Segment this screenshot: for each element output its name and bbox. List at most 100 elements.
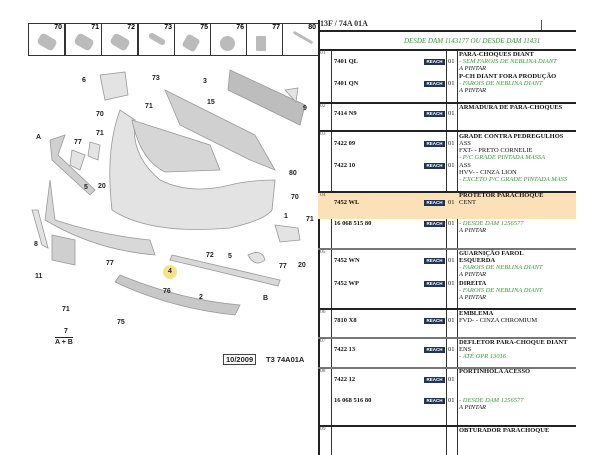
cell-text: 70 — [291, 194, 299, 201]
cell-text: A — [36, 134, 42, 141]
cell-text: 72 — [127, 24, 135, 31]
cell-text: 01 — [448, 162, 455, 169]
row-divider — [318, 191, 576, 193]
cell-text: ESQUERDA — [459, 257, 496, 264]
cell-text: - DESDE DAM 1256577 — [459, 220, 524, 227]
cell-text: A PINTAR — [459, 294, 487, 301]
clip-icon — [256, 36, 266, 51]
cell-text: - P/C GRADE PINTADA MASSA — [459, 154, 546, 161]
cell-text: 71 — [96, 130, 104, 137]
cell-text: GRADE CONTRA PEDREGULHOS — [459, 133, 564, 140]
reach-badge: REACH — [424, 81, 445, 87]
cell-text: ENS — [459, 346, 472, 353]
cell-text: 76 — [236, 24, 244, 31]
cell-text: 4 — [163, 265, 177, 279]
row-divider — [318, 248, 576, 250]
cell-text: 09 — [320, 426, 326, 432]
cell-text: FVD- - CINZA CHROMIUM — [459, 317, 538, 324]
cell-text: B — [263, 295, 269, 302]
row-divider — [318, 337, 576, 339]
fastener-75[interactable]: 75 — [174, 23, 211, 56]
cell-text: A PINTAR — [459, 404, 487, 411]
cell-text: 01 — [448, 110, 455, 117]
cell-text: 01 — [448, 220, 455, 227]
lower-spoiler — [44, 179, 156, 256]
cell-text: - FAROIS DE NEBLINA DIANT — [459, 264, 543, 271]
fastener-72[interactable]: 72 — [101, 23, 138, 56]
cell-text: PORTINHOLA ACESSO — [459, 368, 531, 375]
cell-text: 7414 N9 — [334, 110, 357, 117]
cell-text: 75 — [200, 24, 208, 31]
cell-text: 71 — [306, 216, 314, 223]
fastener-80[interactable]: 80 — [282, 23, 319, 56]
cell-text: 2 — [199, 294, 203, 301]
cell-text: 80 — [289, 170, 297, 177]
cell-text: 3 — [203, 78, 207, 85]
fastener-76[interactable]: 76 — [210, 23, 247, 56]
fastener-77[interactable]: 77 — [246, 23, 283, 56]
cell-text: 7 — [64, 328, 68, 335]
cell-text: 16 068 516 80 — [334, 397, 372, 404]
cell-text: 20 — [98, 183, 106, 190]
cell-text: 04 — [320, 192, 326, 198]
reach-badge: REACH — [424, 281, 445, 287]
cell-text: - EXCETO P/C GRADE PINTADA MASS — [459, 176, 568, 183]
selected-row-highlight — [318, 191, 576, 219]
cell-text: 02 — [320, 103, 326, 109]
cell-text: 7422 09 — [334, 140, 356, 147]
cell-text[interactable]: 7401 QN — [334, 80, 359, 87]
cell-text: 72 — [206, 252, 214, 259]
cell-text: - FAROIS DE NEBLINA DIANT — [459, 80, 543, 87]
cell-text: 01 — [448, 140, 455, 147]
cell-text: 7452 WN — [334, 257, 360, 264]
cell-text: PROTETOR PARACHOQUE — [459, 192, 544, 199]
row-divider — [318, 367, 576, 369]
cell-text: 73 — [152, 75, 160, 82]
cell-text: - SEM FAROIS DE NEBLINA DIANT — [459, 58, 557, 65]
cell-text: 08 — [320, 368, 326, 374]
row-divider — [318, 130, 576, 132]
cell-text: 77 — [279, 263, 287, 270]
cell-text: EMBLEMA — [459, 310, 494, 317]
cell-text: 1 — [284, 213, 288, 220]
cell-text: 71 — [62, 306, 70, 313]
cell-text: 75 — [117, 319, 125, 326]
cell-text: 5 — [228, 253, 232, 260]
fastener-71[interactable]: 71 — [65, 23, 102, 56]
cell-text: 70 — [96, 111, 104, 118]
table-title: 13F / 74A 01A — [320, 19, 368, 28]
cell-text: 70 — [54, 24, 62, 31]
cell-text: PARA-CHOQUES DIANT — [459, 51, 534, 58]
cell-text[interactable]: 7401 QL — [334, 58, 359, 65]
bumper-cover — [109, 109, 276, 230]
cell-text: 77 — [272, 24, 280, 31]
cell-text: 07 — [320, 338, 326, 344]
cell-text: 8 — [34, 241, 38, 248]
cell-text: 11 — [35, 273, 43, 280]
cell-text: 7810 X8 — [334, 317, 357, 324]
cell-text: FXT- - PRETO CORNELIE — [459, 147, 533, 154]
cell-text: 7422 13 — [334, 346, 356, 353]
reach-badge: REACH — [424, 398, 445, 404]
bumper-exploded-view — [31, 69, 306, 316]
fastener-73[interactable]: 73 — [138, 23, 175, 56]
bolt-icon — [36, 32, 58, 52]
cell-text: - DESDE DAM 1256577 — [459, 397, 524, 404]
screw-icon — [109, 32, 131, 52]
nut-icon — [181, 33, 201, 53]
cell-text: 01 — [320, 50, 326, 56]
cell-text: 01 — [448, 346, 455, 353]
cell-text: 71 — [145, 103, 153, 110]
flange-nut-icon — [217, 33, 238, 54]
cell-text: 15 — [207, 99, 215, 106]
cell-text: 01 — [448, 376, 455, 383]
reach-badge: REACH — [424, 347, 445, 353]
cell-text: 76 — [163, 288, 171, 295]
cell-text: 20 — [298, 262, 306, 269]
row-divider — [318, 308, 576, 310]
cell-text: 73 — [164, 24, 172, 31]
cell-text: 01 — [448, 199, 455, 206]
fastener-70[interactable]: 70 — [28, 23, 65, 56]
cell-text: A PINTAR — [459, 227, 487, 234]
cell-text: GUARNIÇÃO FAROL — [459, 250, 524, 257]
